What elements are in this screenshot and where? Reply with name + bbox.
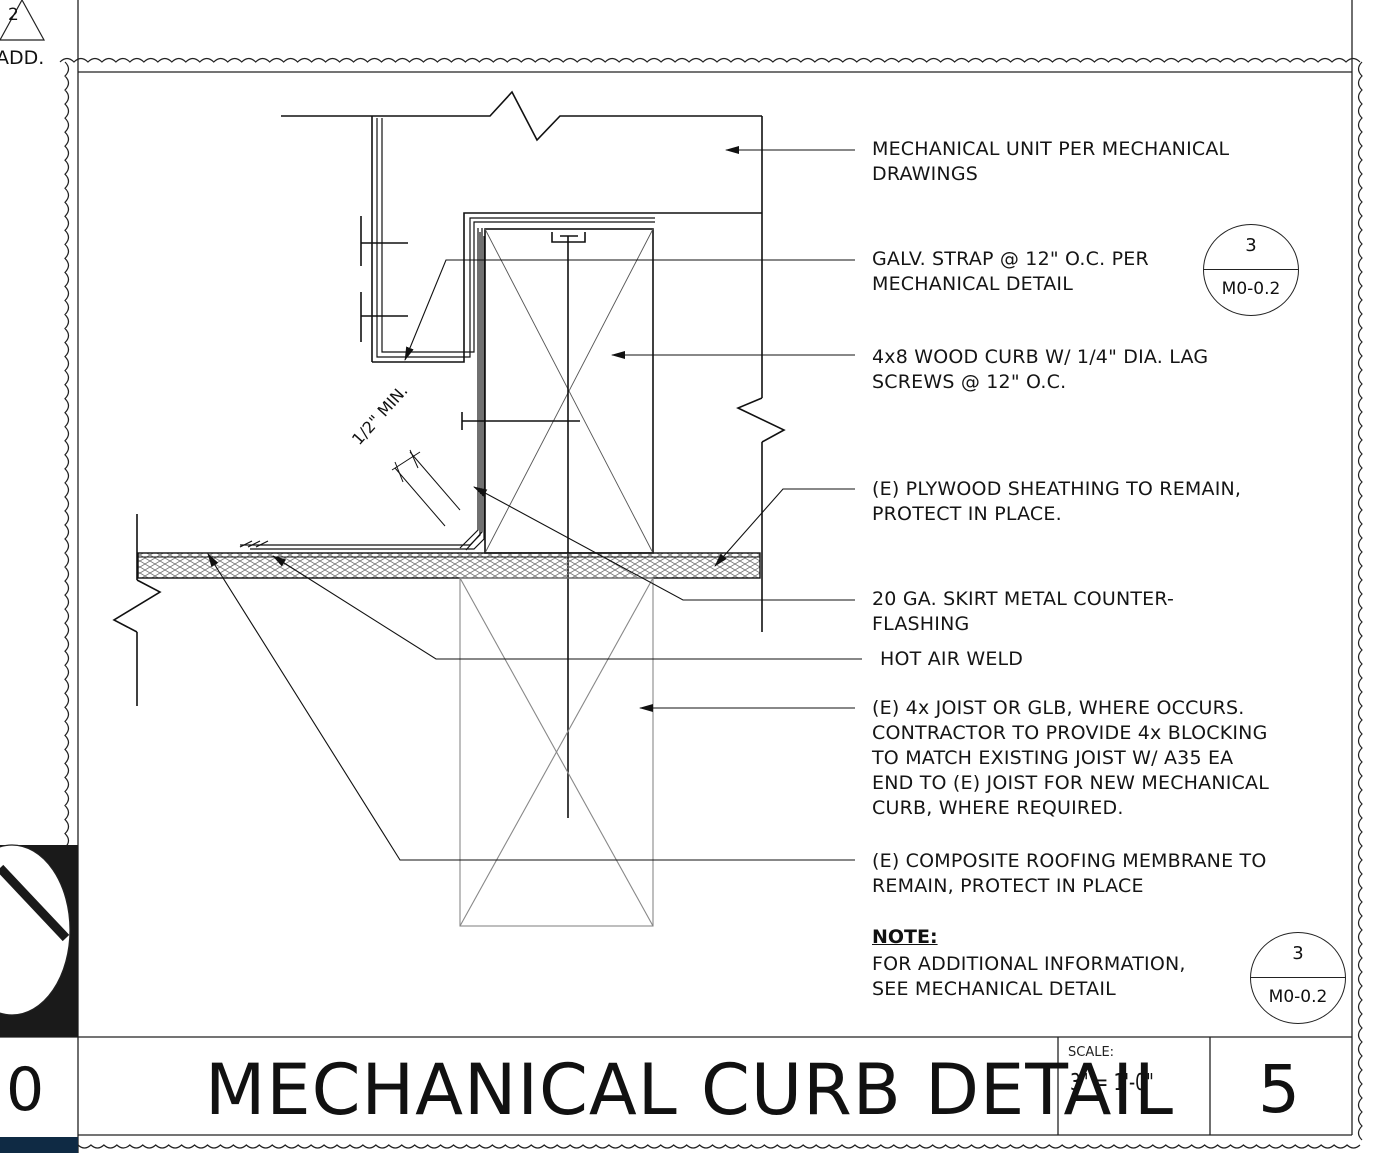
plywood-sheathing [137, 552, 761, 579]
callout-membrane: (E) COMPOSITE ROOFING MEMBRANE TO REMAIN… [872, 850, 1267, 897]
north-arrow-icon [0, 844, 78, 1153]
note-heading: NOTE: [872, 926, 938, 948]
galv-strap [376, 118, 655, 358]
revision-number: 2 [8, 5, 19, 25]
detail-ref-divider [1251, 977, 1345, 978]
callout-hot-air-weld: HOT AIR WELD [880, 648, 1024, 670]
callout-galv-strap: GALV. STRAP @ 12" O.C. PER MECHANICAL DE… [872, 248, 1149, 295]
leader-lines [207, 146, 862, 861]
existing-joist [459, 577, 654, 927]
detail-number: 5 [1258, 1051, 1300, 1128]
break-line [112, 514, 162, 706]
scale-value: 3" = 1'-0" [1070, 1070, 1154, 1096]
callout-mechanical-unit: MECHANICAL UNIT PER MECHANICAL DRAWINGS [872, 138, 1230, 185]
counter-flashing [239, 228, 485, 551]
callout-plywood: (E) PLYWOOD SHEATHING TO REMAIN, PROTECT… [872, 478, 1242, 525]
detail-ref-number: 3 [1245, 235, 1257, 256]
revision-label: ADD. [0, 47, 45, 69]
detail-ref-divider [1204, 269, 1298, 270]
wood-curb [461, 228, 654, 818]
detail-ref-sheet: M0-0.2 [1268, 987, 1328, 1007]
scale-label: SCALE: [1068, 1045, 1115, 1060]
detail-ref-number: 3 [1292, 943, 1304, 964]
sheet-number-fragment: 0 [6, 1055, 45, 1125]
revision-triangle-icon [0, 0, 46, 41]
note-text: FOR ADDITIONAL INFORMATION, SEE MECHANIC… [872, 953, 1186, 1000]
callout-counterflashing: 20 GA. SKIRT METAL COUNTER- FLASHING [872, 588, 1175, 635]
callout-wood-curb: 4x8 WOOD CURB W/ 1/4" DIA. LAG SCREWS @ … [872, 346, 1209, 393]
mechanical-unit [281, 90, 786, 632]
detail-reference-note[interactable]: 3 M0-0.2 [1250, 932, 1346, 1024]
callout-joist: (E) 4x JOIST OR GLB, WHERE OCCURS. CONTR… [872, 697, 1270, 819]
page-title: MECHANICAL CURB DETAIL [205, 1049, 1175, 1131]
detail-ref-sheet: M0-0.2 [1221, 279, 1281, 299]
dimension-mark [391, 449, 461, 527]
detail-reference-strap[interactable]: 3 M0-0.2 [1203, 224, 1299, 316]
